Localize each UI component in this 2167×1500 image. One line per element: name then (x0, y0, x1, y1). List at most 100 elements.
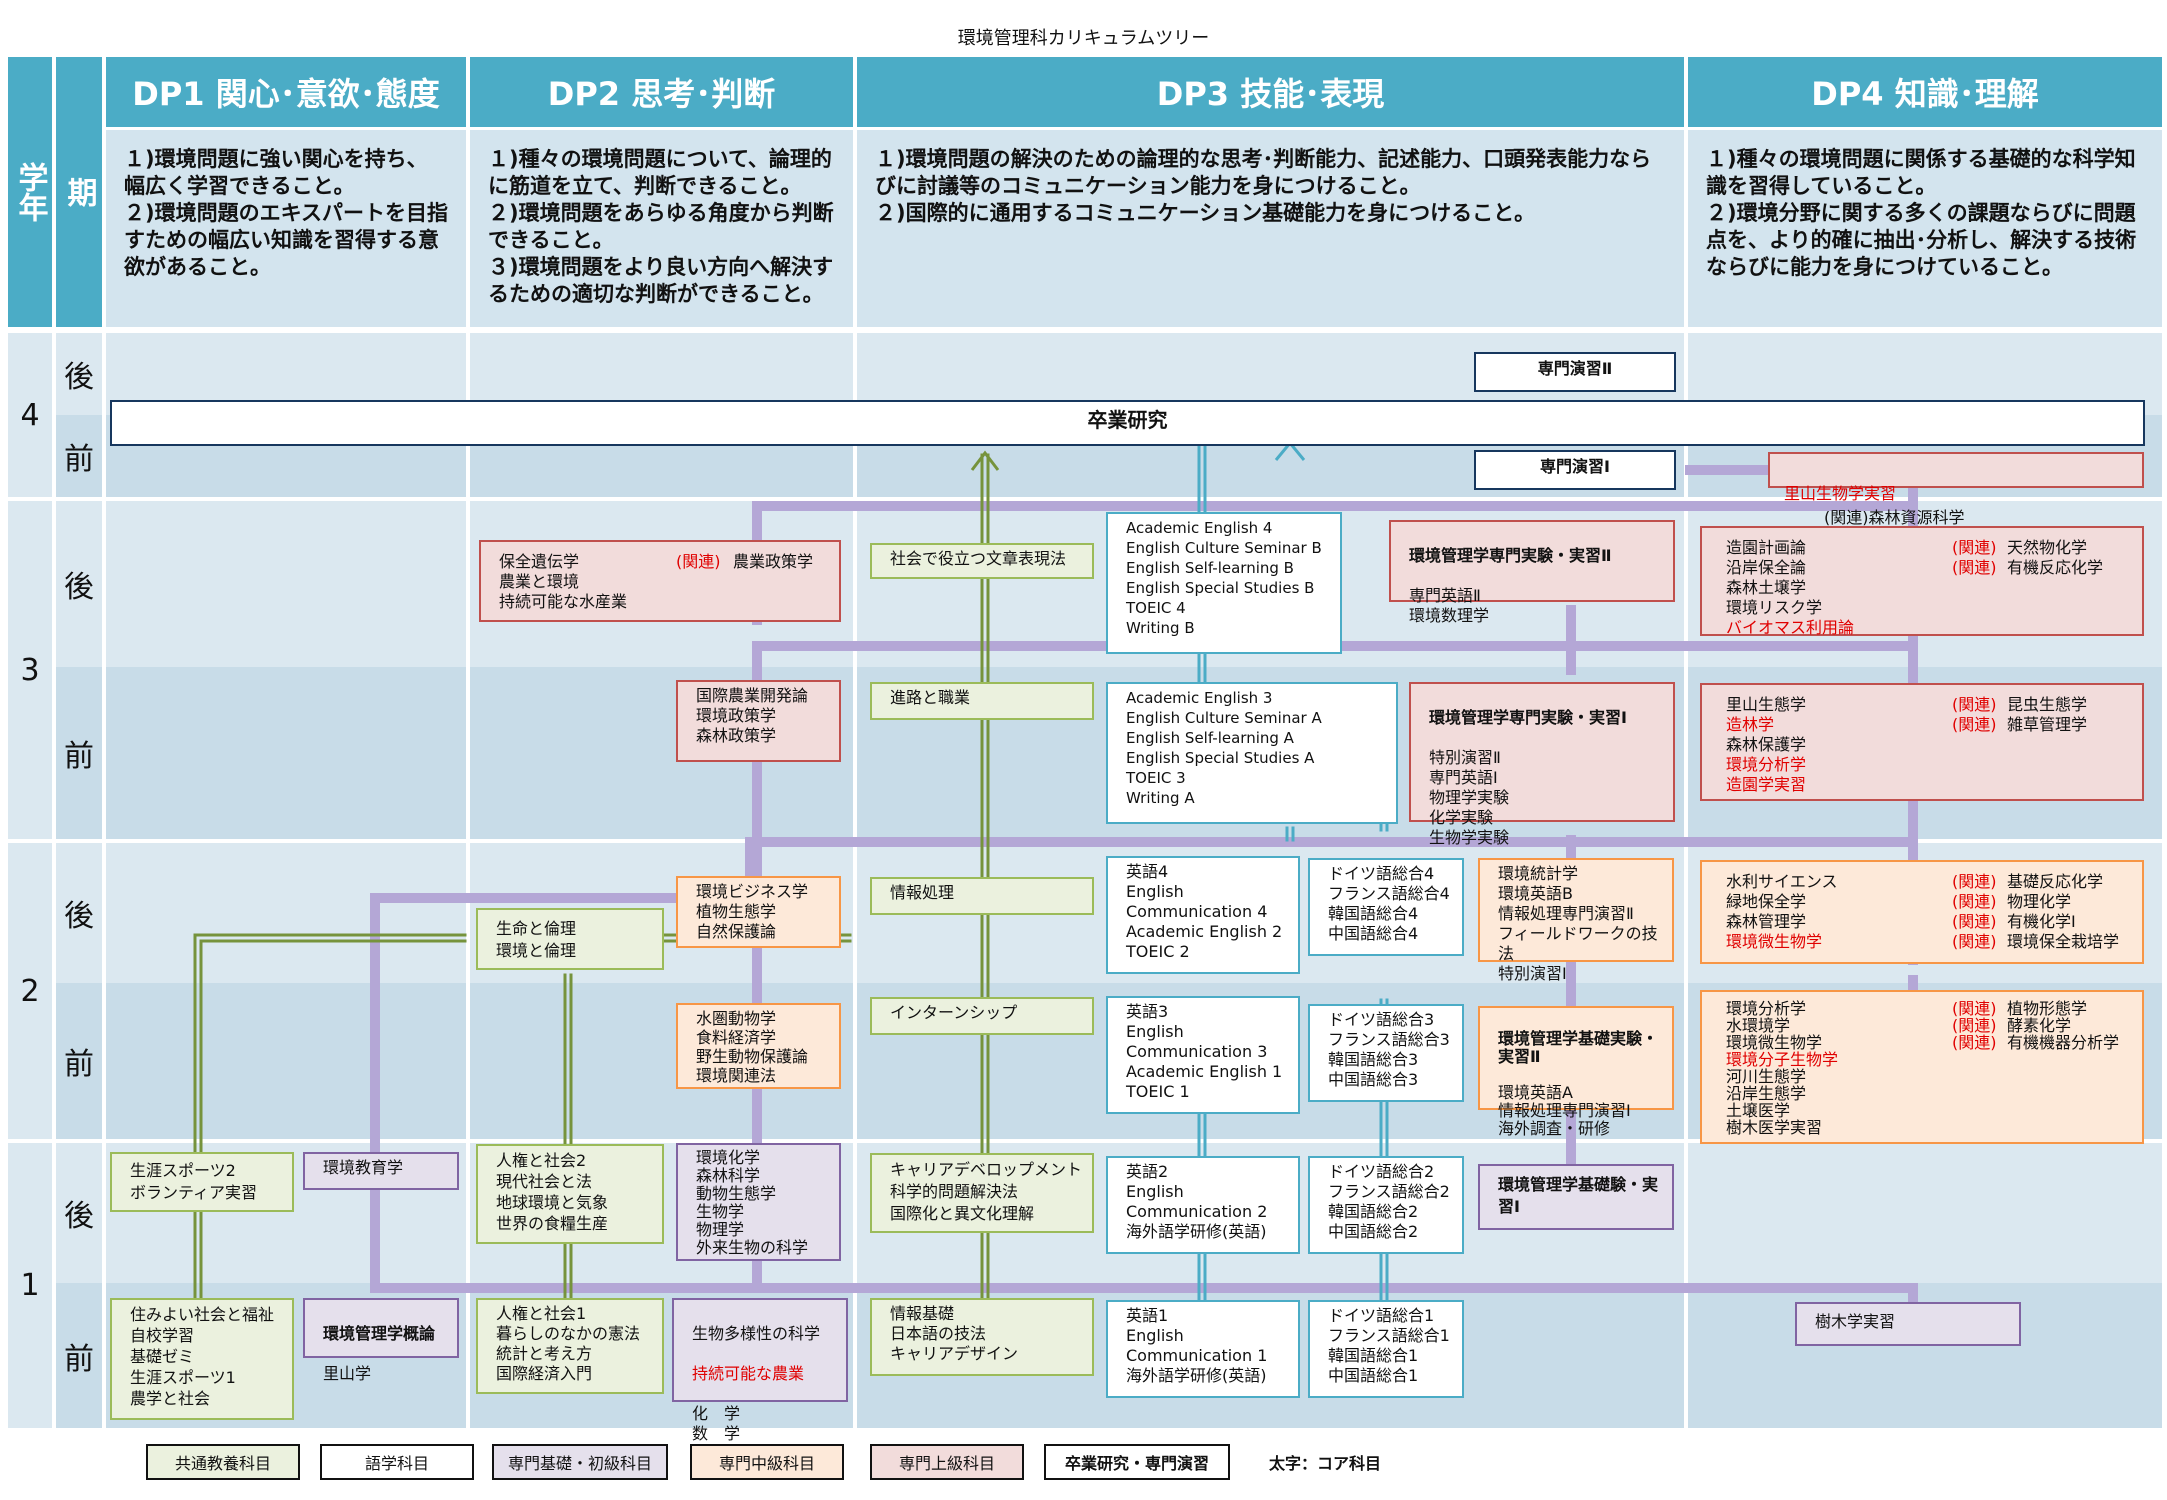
satoyama-practice-related: (関連)森林資源科学 (1824, 508, 1965, 527)
col-sep-1 (466, 333, 470, 1428)
stats-box: 環境統計学 環境英語B 情報処理専門演習Ⅱ フィールドワークの技法 特別演習Ⅰ (1478, 858, 1674, 983)
kanri-title: 環境管理学概論 (323, 1324, 436, 1343)
eng1-box: 英語1 English Communication 1 海外語学研修(英語) (1106, 1300, 1300, 1398)
exp1-title: 環境管理学専門実験・実習Ⅰ (1429, 708, 1627, 727)
dp4-y3-early-related-label: (関連) (関連) (1952, 695, 1997, 734)
kanri-body: 里山学 (323, 1364, 372, 1383)
hozen-related-label: (関連) (676, 552, 721, 571)
seminar2-box: 専門演習Ⅱ (1474, 352, 1676, 392)
policy-box: 国際農業開発論 環境政策学 森林政策学 (676, 680, 841, 762)
exp2-box: 環境管理学専門実験・実習Ⅱ 専門英語Ⅱ 環境数理学 (1389, 520, 1675, 625)
eng2-box: 英語2 English Communication 2 海外語学研修(英語) (1106, 1156, 1300, 1254)
dp4-y2-late-related: 基礎反応化学 物理化学 有機化学Ⅰ 環境保全栽培学 (2007, 872, 2120, 951)
dp4-y2-late-related-label: (関連) (関連) (関連) (関連) (1952, 872, 1997, 951)
satoyama-practice-box: 里山生物学実習 (関連)森林資源科学 (1768, 452, 2144, 527)
biodiversity-3: 化 学 数 学 (692, 1404, 741, 1443)
term-y3-late: 後 (56, 501, 102, 667)
ger2-box: ドイツ語総合2 フランス語総合2 韓国語総合2 中国語総合2 (1308, 1156, 1464, 1254)
kyoiku-box: 環境教育学 (303, 1152, 459, 1190)
exp1-box: 環境管理学専門実験・実習Ⅰ 特別演習Ⅱ 専門英語Ⅰ 物理学実験 化学実験 生物学… (1409, 682, 1675, 847)
ae4-box: Academic English 4 English Culture Semin… (1106, 512, 1342, 654)
dp4-y3-late-core: バイオマス利用論 (1726, 618, 1855, 637)
year-3: 3 (8, 501, 52, 839)
grade-header-text: 学年 (12, 162, 48, 222)
hozen-related: 農業政策学 (733, 552, 814, 571)
dp4-header: DP4 知識･理解 (1688, 57, 2162, 127)
legend-common: 共通教養科目 (146, 1444, 300, 1480)
ethics-box: 生命と倫理 環境と倫理 (476, 908, 664, 970)
exp1-body: 特別演習Ⅱ 専門英語Ⅰ 物理学実験 化学実験 生物学実験 (1429, 748, 1510, 847)
kanri-box: 環境管理学概論 里山学 (303, 1298, 459, 1383)
dp2-header: DP2 思考･判断 (470, 57, 853, 127)
welfare-box: 住みよい社会と福祉 自校学習 基礎ゼミ 生涯スポーツ1 農学と社会 (110, 1298, 294, 1420)
hozen-box: 保全遺伝学 農業と環境 持続可能な水産業 (関連) 農業政策学 (479, 540, 841, 622)
dp4-y3-early-related: 昆虫生態学 雑草管理学 (2007, 695, 2088, 734)
eng3-box: 英語3 English Communication 3 Academic Eng… (1106, 996, 1300, 1114)
dp4-description: １)種々の環境問題に関係する基礎的な科学知識を習得していること。 ２)環境分野に… (1688, 130, 2162, 327)
term-y3-early: 前 (56, 667, 102, 839)
dp4-y2-early-related-label: (関連) (関連) (関連) (1952, 999, 1997, 1052)
sport2-box: 生涯スポーツ2 ボランティア実習 (110, 1152, 294, 1212)
kiso2-body: 環境英語A 情報処理専門演習Ⅰ 海外調査・研修 (1498, 1083, 1631, 1138)
careerdev-box: キャリアデベロップメント 科学的問題解決法 国際化と異文化理解 (870, 1153, 1094, 1233)
dp4-y2-late-box: 水利サイエンス 緑地保全学 森林管理学 環境微生物学 (関連) (関連) (関連… (1700, 860, 2144, 964)
intern-box: インターンシップ (870, 997, 1094, 1035)
term-y1-early: 前 (56, 1283, 102, 1428)
dp2-description: １)種々の環境問題について、論理的に筋道を立て、判断できること。 ２)環境問題を… (470, 130, 853, 327)
term-y2-early: 前 (56, 983, 102, 1139)
writing-box: 社会で役立つ文章表現法 (870, 543, 1094, 579)
dp4-y2-late-1: 水利サイエンス 緑地保全学 森林管理学 (1726, 872, 1838, 931)
biodiversity-1: 生物多様性の科学 (692, 1324, 821, 1343)
hozen-courses: 保全遺伝学 農業と環境 持続可能な水産業 (499, 552, 628, 611)
legend-advanced: 専門上級科目 (870, 1444, 1024, 1480)
green-line-5 (193, 933, 467, 1300)
legend-basic: 専門基礎・初級科目 (492, 1444, 668, 1480)
dp4-y2-late-2: 環境微生物学 (1726, 932, 1823, 951)
dp4-y3-late-related-label: (関連) (関連) (1952, 538, 1997, 577)
ger1-box: ドイツ語総合1 フランス語総合1 韓国語総合1 中国語総合1 (1308, 1300, 1464, 1398)
kiso2-title: 環境管理学基礎実験・実習Ⅱ (1498, 1029, 1659, 1066)
term-y4-late: 後 (56, 333, 102, 415)
dp1-description: １)環境問題に強い関心を持ち、幅広く学習できること。 ２)環境問題のエキスパート… (106, 130, 466, 327)
legend-core: 太字：コア科目 (1268, 1454, 1381, 1473)
col-sep-3 (1684, 333, 1688, 1428)
dp3-description: １)環境問題の解決のための論理的な思考･判断能力、記述能力、口頭発表能力ならびに… (857, 130, 1684, 327)
year-1: 1 (8, 1143, 52, 1428)
term-y1-late: 後 (56, 1143, 102, 1283)
satoyama-practice: 里山生物学実習 (1784, 484, 1897, 503)
dp3-header: DP3 技能･表現 (857, 57, 1684, 127)
dp1-header: DP1 関心･意欲･態度 (106, 57, 466, 127)
dp4-y3-early-1: 里山生態学 (1726, 695, 1807, 714)
dp4-y3-late-box: 造園計画論 沿岸保全論 森林土壌学 環境リスク学 バイオマス利用論 (関連) (… (1700, 526, 2144, 637)
dp4-y2-early-2: 環境分子生物学 (1726, 1050, 1839, 1069)
legend-middle: 専門中級科目 (690, 1444, 844, 1480)
legend-language: 語学科目 (320, 1444, 474, 1480)
dp4-y2-early-related: 植物形態学 酵素化学 有機機器分析学 (2007, 999, 2120, 1052)
dp4-y2-early-box: 環境分析学 水環境学 環境微生物学 環境分子生物学 河川生態学 沿岸生態学 土壌… (1700, 990, 2144, 1144)
ger3-box: ドイツ語総合3 フランス語総合3 韓国語総合3 中国語総合3 (1308, 1004, 1464, 1102)
dp4-y2-early-1: 環境分析学 水環境学 環境微生物学 (1726, 999, 1823, 1052)
dp4-y3-late-courses: 造園計画論 沿岸保全論 森林土壌学 環境リスク学 (1726, 538, 1823, 617)
term-header: 期 (56, 57, 102, 327)
career-box: 進路と職業 (870, 682, 1094, 720)
term-y2-late: 後 (56, 843, 102, 983)
thesis-box: 卒業研究 (110, 400, 2145, 446)
envchem-box: 環境化学 森林科学 動物生態学 生物学 物理学 外来生物の科学 (676, 1143, 841, 1261)
grade-header: 学年 (8, 57, 52, 327)
dp4-y3-early-box: 里山生態学 造林学 森林保護学 環境分析学 造園学実習 (関連) (関連) 昆虫… (1700, 683, 2144, 801)
biodiversity-box: 生物多様性の科学 持続可能な農業 化 学 数 学 (672, 1298, 848, 1443)
rights1-box: 人権と社会1 暮らしのなかの憲法 統計と考え方 国際経済入門 (476, 1298, 664, 1394)
kiso2-box: 環境管理学基礎実験・実習Ⅱ 環境英語A 情報処理専門演習Ⅰ 海外調査・研修 (1478, 1006, 1674, 1138)
green-line-6 (199, 939, 467, 1300)
term-header-text: 期 (61, 177, 97, 207)
dp4-y2-early-3: 河川生態学 沿岸生態学 土壌医学 樹木医学実習 (1726, 1067, 1823, 1137)
dp4-y3-early-3: 森林保護学 (1726, 735, 1807, 754)
dp4-y3-early-2: 造林学 (1726, 715, 1775, 734)
rights2-box: 人権と社会2 現代社会と法 地球環境と気象 世界の食糧生産 (476, 1144, 664, 1244)
year-4: 4 (8, 333, 52, 497)
legend-thesis: 卒業研究・専門演習 (1044, 1444, 1230, 1480)
jumoku-box: 樹木学実習 (1795, 1302, 2021, 1346)
eng4-box: 英語4 English Communication 4 Academic Eng… (1106, 856, 1300, 974)
col-sep-2 (853, 333, 857, 1428)
kiso1-box: 環境管理学基礎験・実習Ⅰ (1478, 1164, 1674, 1230)
